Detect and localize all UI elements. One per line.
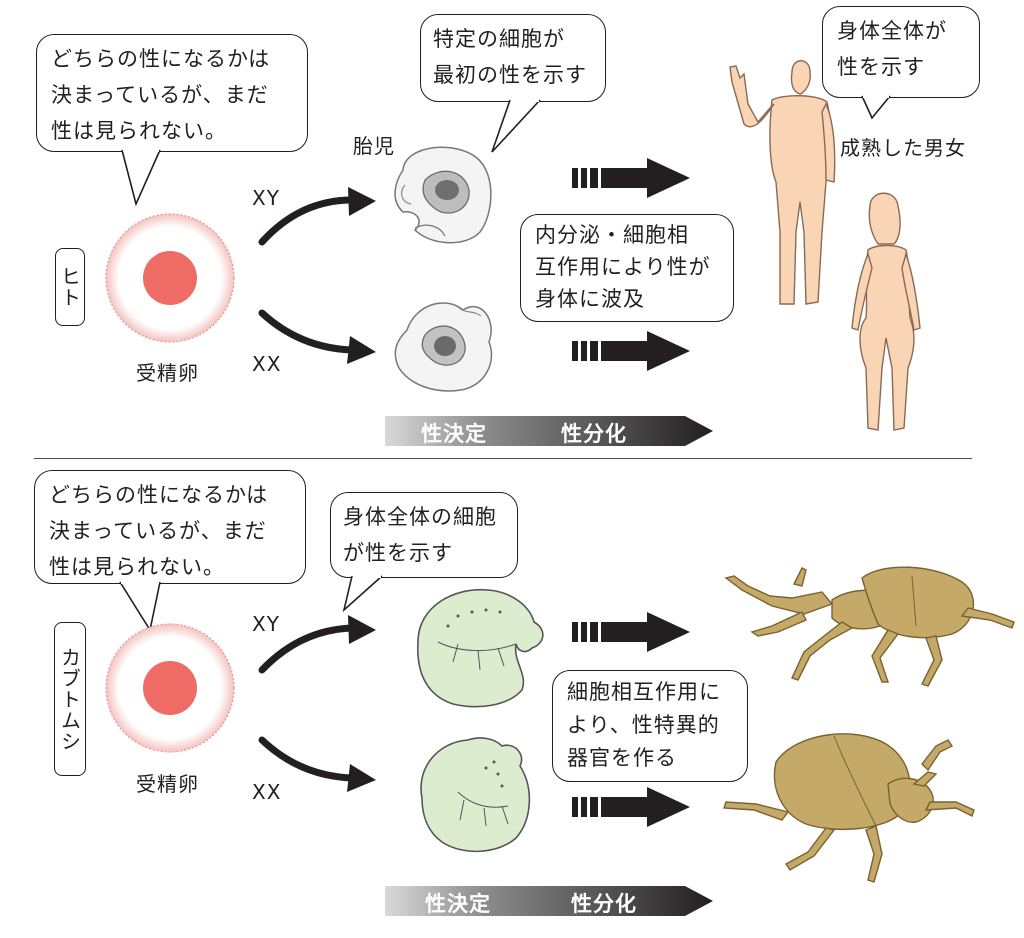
bubble-line: 決まっているが、まだ [51, 83, 269, 107]
beetle-male-icon [724, 566, 1015, 687]
specific-cells-bubble: 特定の細胞が 最初の性を示す [420, 14, 606, 102]
larva-icon [420, 737, 531, 853]
human-egg-icon [105, 213, 235, 343]
bubble-line: 内分泌・細胞相 [535, 223, 689, 247]
adult-female-icon [851, 192, 921, 431]
sex-differentiation-label: 性分化 [561, 422, 627, 446]
larva-icon [417, 588, 544, 708]
bubble-line: 身体全体の細胞 [343, 505, 497, 529]
species-label-text: カブトムシ [57, 646, 82, 752]
sex-determination-label: 性決定 [421, 422, 487, 446]
sex-determination-label: 性決定 [425, 892, 491, 916]
bubble-line: 細胞相互作用に [567, 680, 721, 704]
species-label-text: ヒト [57, 266, 82, 308]
bubble-line: が性を示す [343, 541, 453, 565]
embryo-icon [394, 146, 492, 244]
embryo-icon [394, 302, 493, 392]
bubble-line: 決まっているが、まだ [49, 519, 267, 543]
beetle-female-icon [723, 733, 975, 883]
species-label-beetle: カブトムシ [54, 622, 86, 776]
human-undetermined-bubble: どちらの性になるかは 決まっているが、まだ 性は見られない。 [36, 34, 308, 152]
xx-label: XX [252, 780, 282, 804]
egg-label: 受精卵 [136, 361, 199, 385]
beetle-undetermined-bubble: どちらの性になるかは 決まっているが、まだ 性は見られない。 [34, 470, 306, 584]
stage-bar-shape [385, 416, 713, 446]
xx-label: XX [252, 352, 282, 376]
all-cells-bubble: 身体全体の細胞 が性を示す [330, 492, 518, 578]
bubble-line: 器官を作る [567, 746, 677, 770]
sex-differentiation-label: 性分化 [571, 892, 637, 916]
bubble-line: 身体全体が [837, 19, 947, 43]
bubble-line: 性を示す [837, 55, 925, 79]
beetle-egg-icon [105, 623, 235, 753]
stage-bar-shape [385, 886, 713, 916]
bubble-line: どちらの性になるかは [51, 47, 271, 71]
bubble-line: 身体に波及 [535, 287, 645, 311]
section-divider [34, 458, 972, 459]
stage-bar-beetle: 性決定 性分化 [385, 886, 715, 916]
adult-label: 成熟した男女 [840, 136, 966, 160]
stage-bar-human: 性決定 性分化 [385, 416, 715, 446]
bubble-line: 特定の細胞が [433, 27, 565, 51]
body-shows-bubble: 身体全体が 性を示す [822, 6, 980, 98]
embryo-label: 胎児 [353, 134, 395, 158]
species-label-human: ヒト [55, 248, 85, 326]
bubble-line: どちらの性になるかは [49, 483, 269, 507]
egg-label: 受精卵 [136, 772, 199, 796]
bubble-line: 性は見られない。 [49, 555, 225, 579]
bubble-line: 互作用により性が [535, 255, 711, 279]
bubble-line: 性は見られない。 [51, 119, 227, 143]
adult-male-icon [729, 60, 836, 305]
bubble-line: より、性特異的 [567, 713, 720, 737]
interaction-bubble: 細胞相互作用に より、性特異的 器官を作る [552, 670, 748, 782]
xy-label: XY [252, 186, 280, 210]
bubble-line: 最初の性を示す [433, 63, 587, 87]
xy-label: XY [252, 612, 280, 636]
endocrine-bubble: 内分泌・細胞相 互作用により性が 身体に波及 [520, 214, 734, 322]
